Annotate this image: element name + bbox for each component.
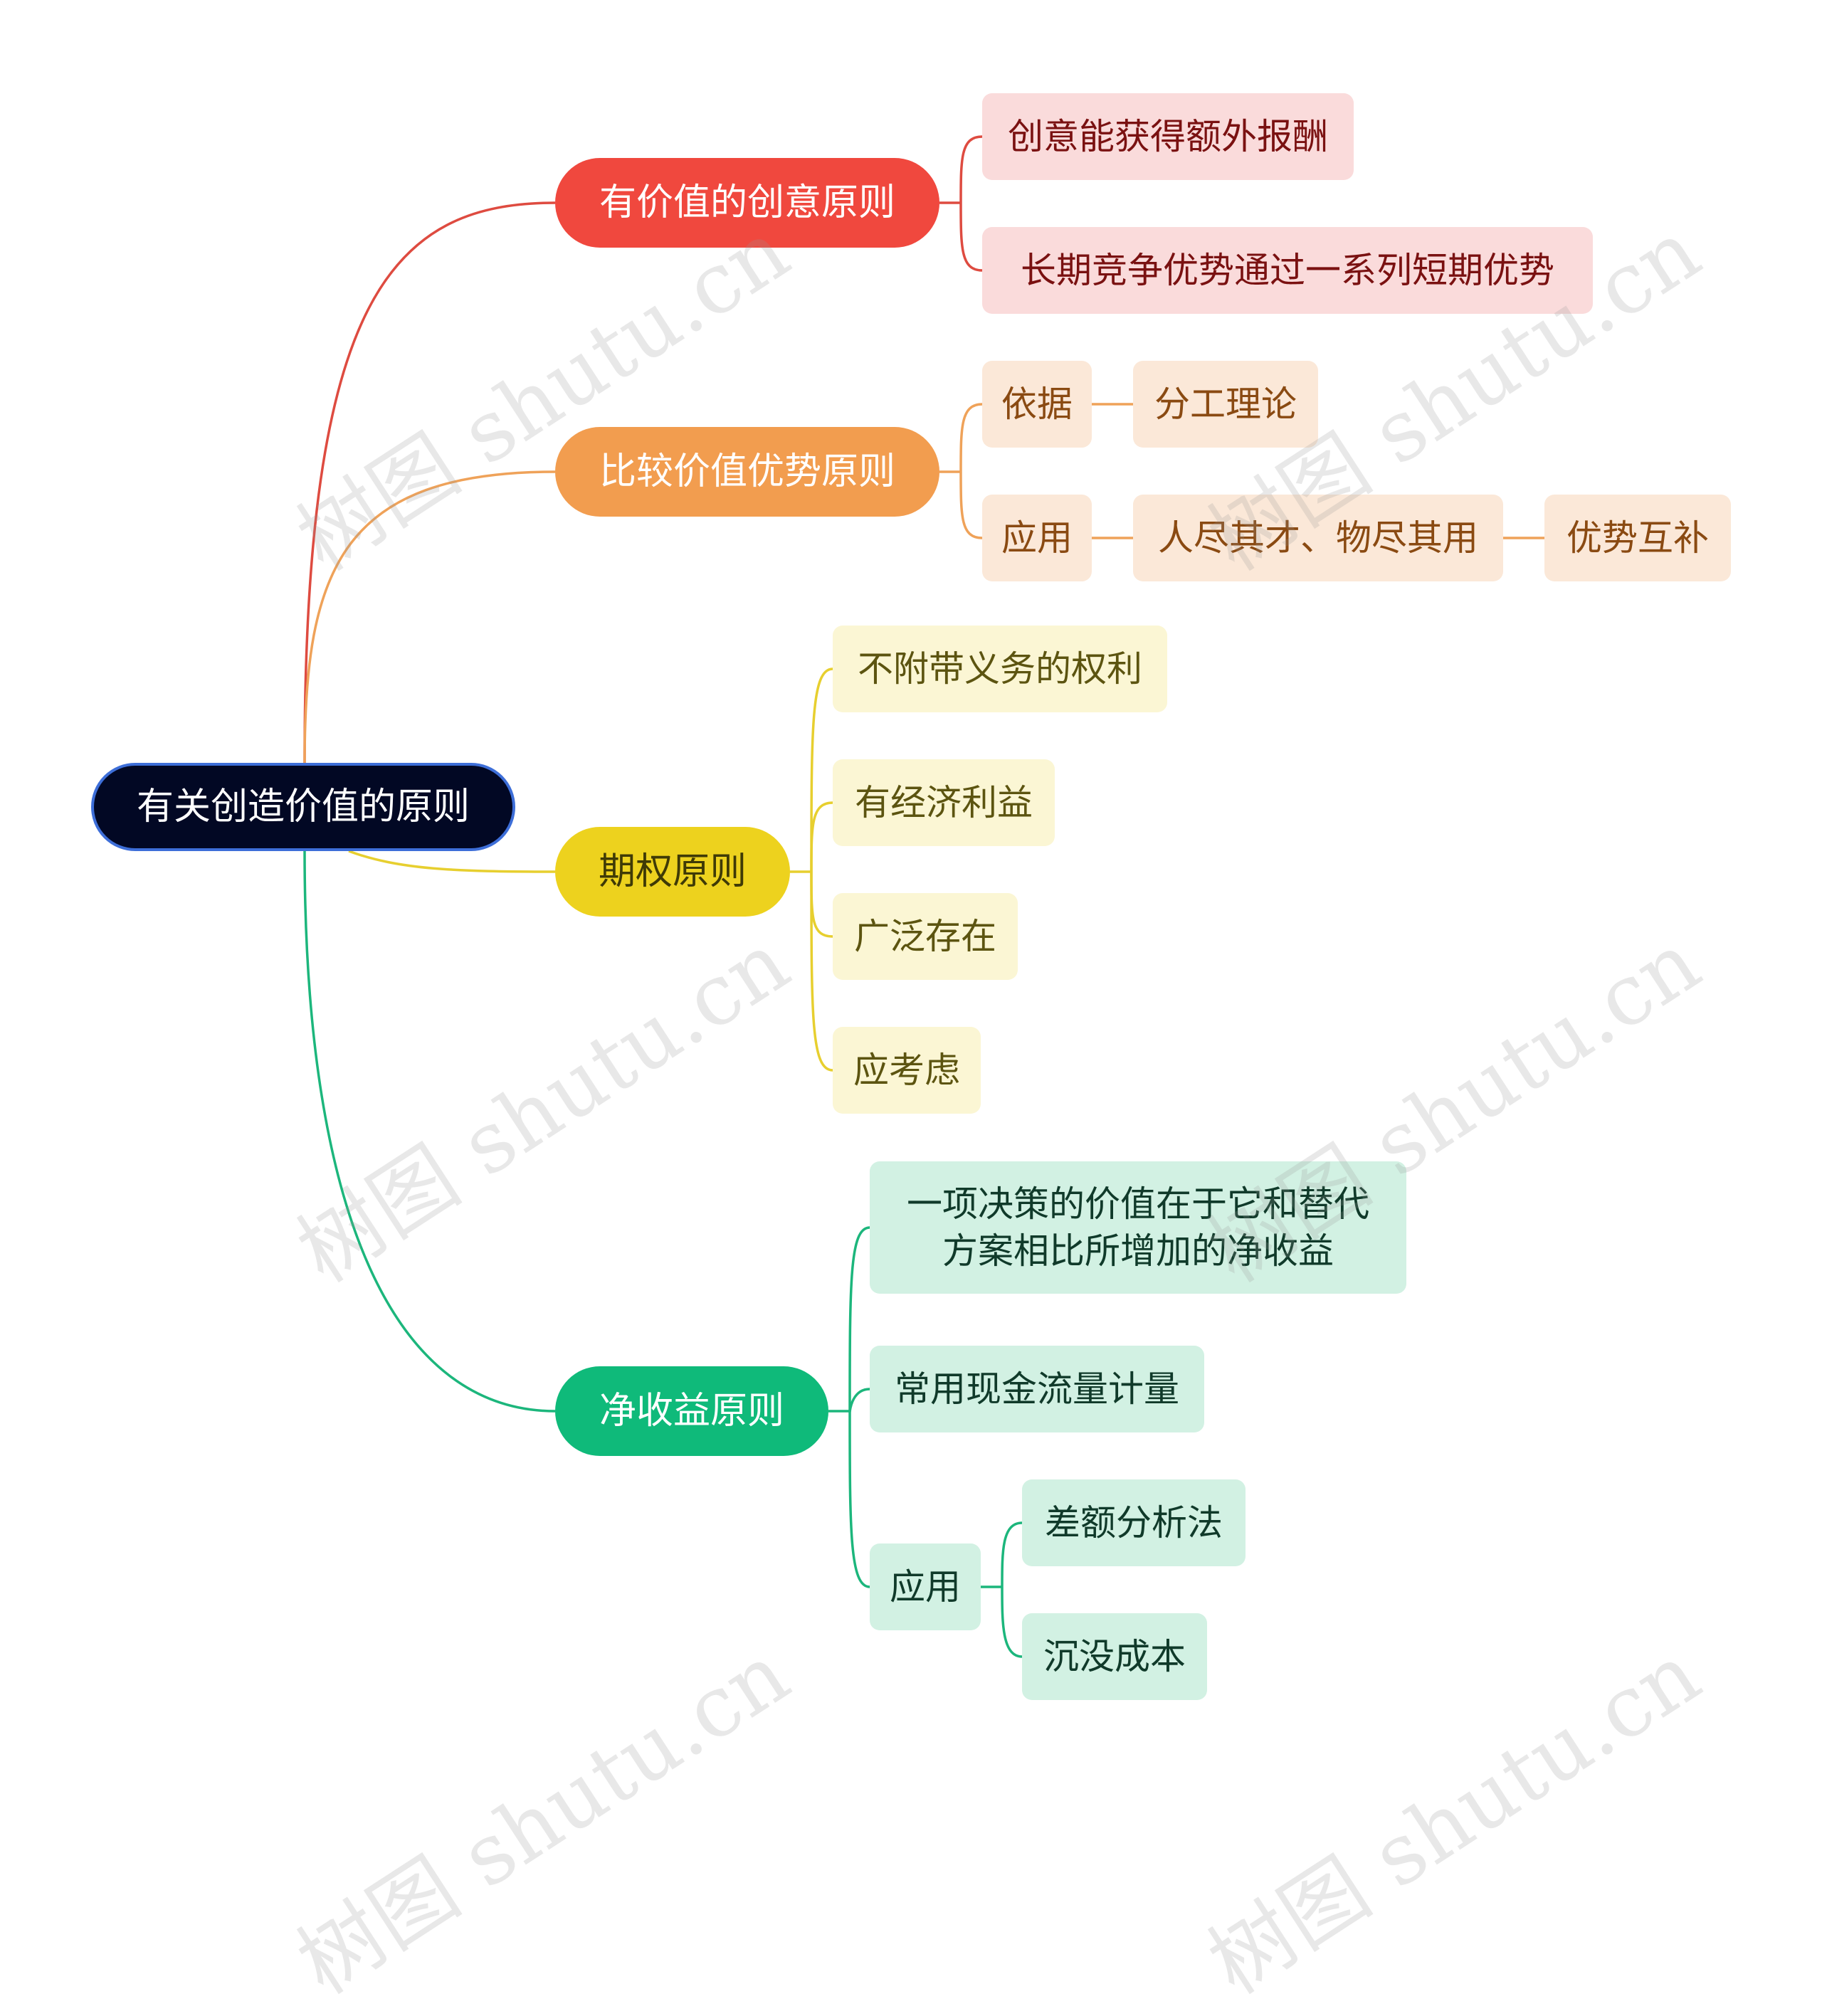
subtopic-application[interactable]: 应用 [982,495,1092,581]
subtopic-best-use[interactable]: 人尽其才、物尽其用 [1133,495,1503,581]
topic-net-benefit-principle[interactable]: 净收益原则 [555,1366,828,1456]
root-topic[interactable]: 有关创造价值的原则 [91,763,515,851]
subtopic-right-without-obligation[interactable]: 不附带义务的权利 [833,626,1167,712]
subtopic-extra-reward[interactable]: 创意能获得额外报酬 [982,93,1354,180]
link-root-creative [303,201,556,764]
subtopic-long-term-advantage[interactable]: 长期竞争优势通过一系列短期优势 [982,227,1593,314]
subtopic-differential-analysis[interactable]: 差额分析法 [1022,1479,1246,1566]
topic-option-principle[interactable]: 期权原则 [555,827,790,917]
link-root-netbenefit [303,850,556,1413]
topic-comparative-advantage-principle[interactable]: 比较价值优势原则 [555,427,939,517]
subtopic-should-consider[interactable]: 应考虑 [833,1027,981,1114]
subtopic-widely-exists[interactable]: 广泛存在 [833,893,1018,980]
subtopic-cash-flow-measure[interactable]: 常用现金流量计量 [870,1346,1204,1432]
subtopic-complementary[interactable]: 优势互补 [1544,495,1731,581]
subtopic-decision-value[interactable]: 一项决策的价值在于它和替代方案相比所增加的净收益 [870,1161,1406,1294]
subtopic-division-of-labor[interactable]: 分工理论 [1133,361,1318,448]
subtopic-sunk-cost[interactable]: 沉没成本 [1022,1613,1207,1700]
subtopic-basis[interactable]: 依据 [982,361,1092,448]
link-root-option [348,850,556,873]
subtopic-application[interactable]: 应用 [870,1543,981,1630]
subtopic-economic-benefit[interactable]: 有经济利益 [833,759,1055,846]
connector-lines [303,135,1544,1658]
link-root-comparative [303,470,556,764]
topic-valuable-idea-principle[interactable]: 有价值的创意原则 [555,158,939,248]
